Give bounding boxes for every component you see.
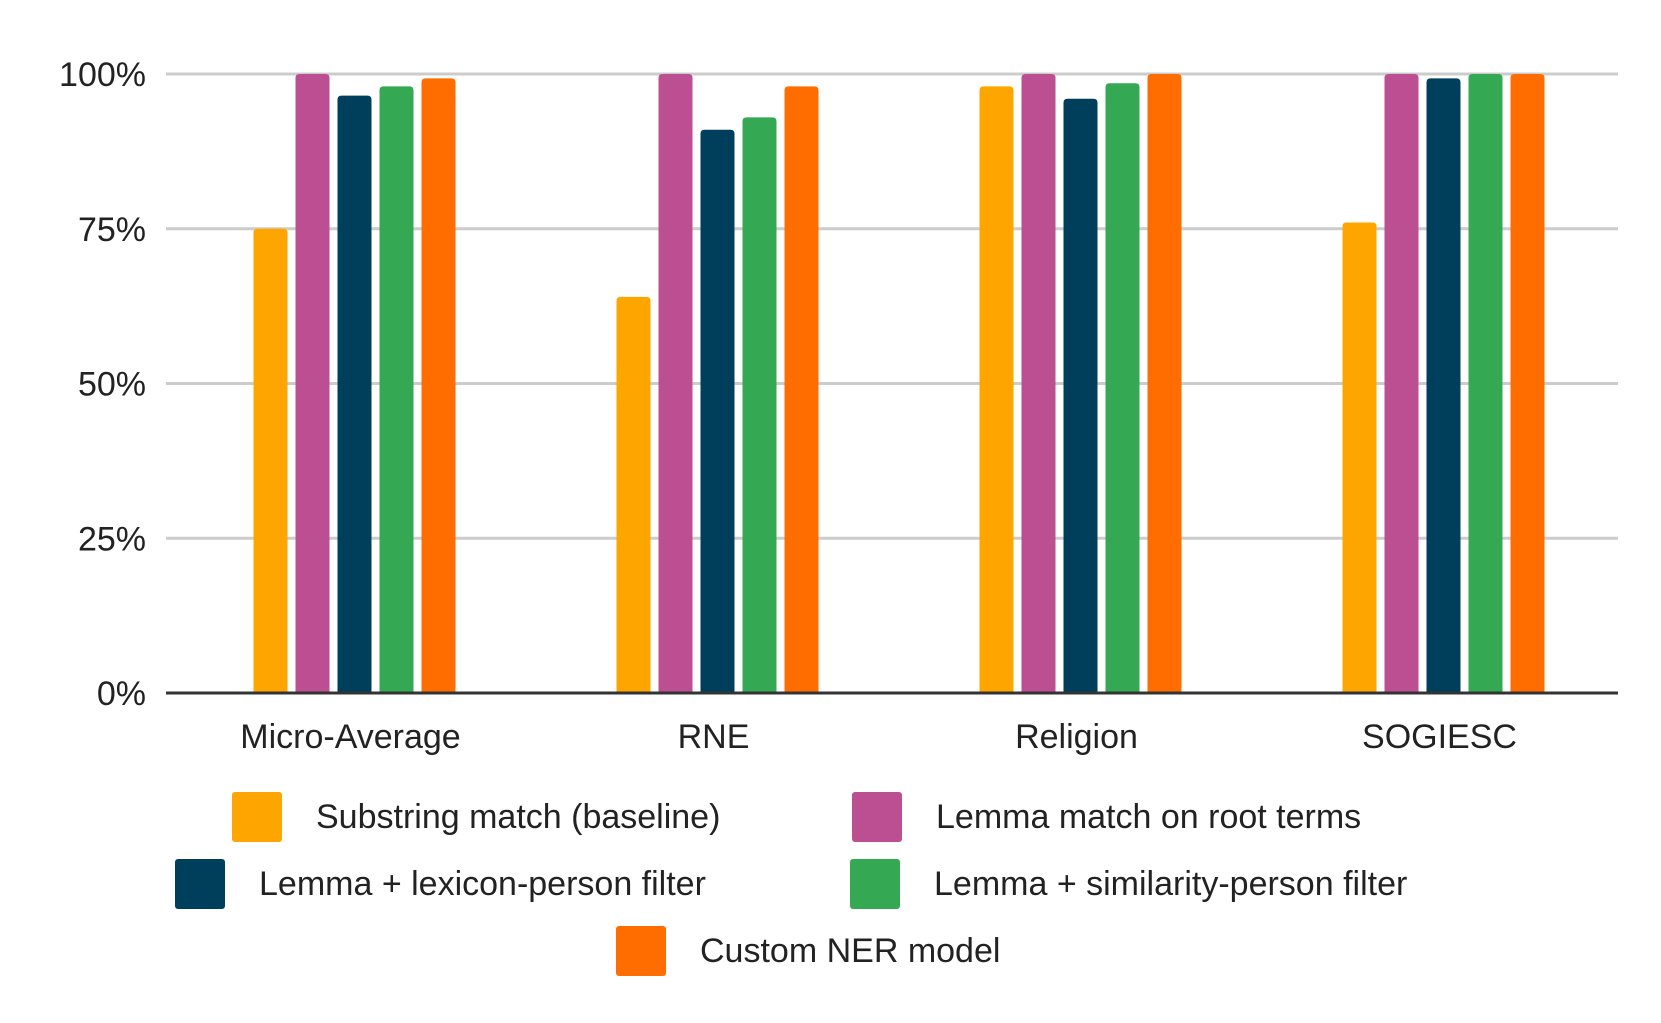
bar-chart: 0% 25% 50% 75% 100% Micro-Average RNE Religion… xyxy=(59,56,1618,756)
legend-label: Substring match (baseline) xyxy=(316,798,721,836)
bar xyxy=(253,228,288,693)
bar xyxy=(1105,83,1140,693)
x-axis-category-labels: Micro-Average RNE Religion SOGIESC xyxy=(240,718,1517,756)
legend-label: Lemma + similarity-person filter xyxy=(934,865,1408,903)
bar xyxy=(700,129,735,693)
y-tick-label: 25% xyxy=(78,520,146,558)
y-tick-label: 75% xyxy=(78,211,146,249)
bar xyxy=(658,74,693,693)
x-category-label: Religion xyxy=(1015,718,1138,756)
bar xyxy=(1342,222,1377,693)
bar xyxy=(616,296,651,693)
bar xyxy=(1468,74,1503,693)
bar xyxy=(1021,74,1056,693)
x-category-label: SOGIESC xyxy=(1362,718,1517,756)
x-category-label: RNE xyxy=(678,718,750,756)
y-tick-label: 0% xyxy=(97,675,146,713)
y-axis-ticks: 0% 25% 50% 75% 100% xyxy=(59,56,146,713)
bar xyxy=(337,95,372,694)
bar xyxy=(379,86,414,693)
legend-swatch xyxy=(850,859,900,909)
legend-swatch xyxy=(175,859,225,909)
legend-swatch xyxy=(852,792,902,842)
legend-label: Custom NER model xyxy=(700,932,1001,970)
legend-label: Lemma + lexicon-person filter xyxy=(259,865,706,903)
bars xyxy=(253,74,1545,694)
bar xyxy=(784,86,819,693)
bar xyxy=(295,74,330,693)
bar xyxy=(1426,78,1461,693)
bar xyxy=(1063,98,1098,693)
bar xyxy=(979,86,1014,693)
bar xyxy=(1147,74,1182,693)
bar xyxy=(1384,74,1419,693)
legend-swatch xyxy=(232,792,282,842)
bar xyxy=(1510,74,1545,693)
bar xyxy=(742,117,777,693)
y-tick-label: 50% xyxy=(78,366,146,404)
bar xyxy=(421,78,456,693)
legend-swatch xyxy=(616,926,666,976)
x-category-label: Micro-Average xyxy=(240,718,460,756)
y-tick-label: 100% xyxy=(59,56,146,94)
legend-label: Lemma match on root terms xyxy=(936,798,1362,836)
